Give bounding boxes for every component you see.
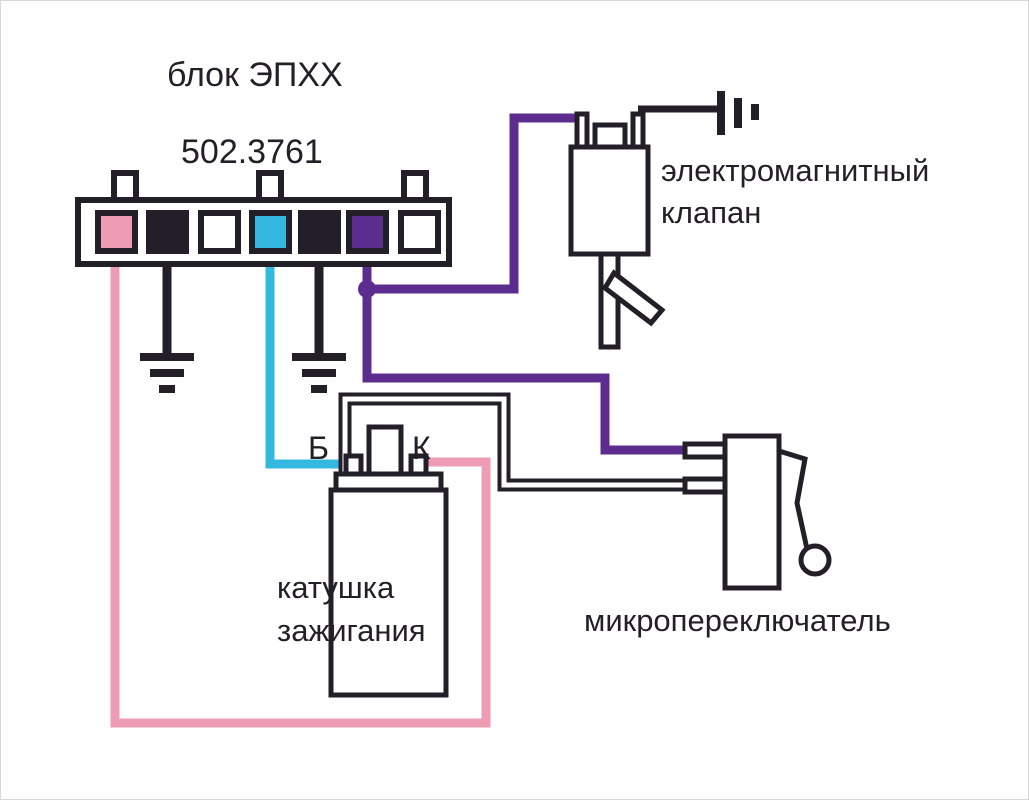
connector-terminal-3[interactable] bbox=[198, 210, 241, 254]
connector-terminal-5[interactable] bbox=[298, 210, 341, 254]
coil-label-line1: катушка bbox=[277, 570, 395, 605]
solenoid-valve[interactable] bbox=[568, 91, 759, 350]
microswitch-lever[interactable] bbox=[778, 448, 810, 550]
coil-terminal-k-label: К bbox=[412, 430, 431, 466]
ground-symbol-solenoid bbox=[717, 91, 759, 135]
wire-purple-microswitch bbox=[362, 289, 715, 455]
coil-terminal-b-lug[interactable] bbox=[343, 453, 364, 477]
solenoid-label-line1: электромагнитный bbox=[661, 153, 929, 188]
microswitch[interactable] bbox=[682, 433, 832, 591]
wire-group bbox=[110, 113, 715, 728]
connector-terminal-7[interactable] bbox=[398, 210, 441, 254]
solenoid-hose-branch bbox=[601, 269, 666, 327]
microswitch-terminal-upper[interactable] bbox=[682, 441, 728, 460]
connector-terminal-2[interactable] bbox=[146, 210, 189, 254]
ignition-coil[interactable] bbox=[328, 424, 449, 698]
solenoid-nozzle bbox=[598, 251, 621, 350]
solenoid-label-line2: клапан bbox=[661, 195, 761, 230]
wire-coil-to-microswitch-inner bbox=[342, 396, 715, 488]
block-title-line1: блок ЭПХХ bbox=[167, 56, 343, 94]
block-title-line2: 502.3761 bbox=[181, 133, 323, 171]
connector-block[interactable] bbox=[75, 170, 452, 267]
ground-symbol-left bbox=[140, 353, 194, 393]
connector-terminal-6[interactable] bbox=[346, 210, 389, 254]
microswitch-terminal-lower[interactable] bbox=[682, 476, 728, 495]
connector-terminal-1[interactable] bbox=[95, 210, 138, 254]
coil-terminal-b-label: Б bbox=[308, 430, 329, 466]
microswitch-body bbox=[722, 433, 782, 591]
coil-hv-tower bbox=[366, 424, 404, 477]
microswitch-label: микропереключатель bbox=[584, 603, 891, 638]
wire-cyan bbox=[265, 241, 350, 469]
wire-pink bbox=[110, 241, 491, 728]
solenoid-body bbox=[568, 144, 651, 257]
solenoid-pin-left bbox=[574, 111, 590, 150]
coil-body bbox=[328, 487, 449, 698]
solenoid-pin-right bbox=[630, 111, 646, 150]
ground-symbol-right bbox=[292, 353, 346, 393]
connector-terminal-4[interactable] bbox=[249, 210, 292, 254]
wire-junction-dot bbox=[358, 280, 376, 298]
coil-label-line2: зажигания bbox=[277, 613, 426, 648]
microswitch-roller bbox=[798, 543, 832, 577]
wire-purple-solenoid bbox=[362, 113, 577, 294]
